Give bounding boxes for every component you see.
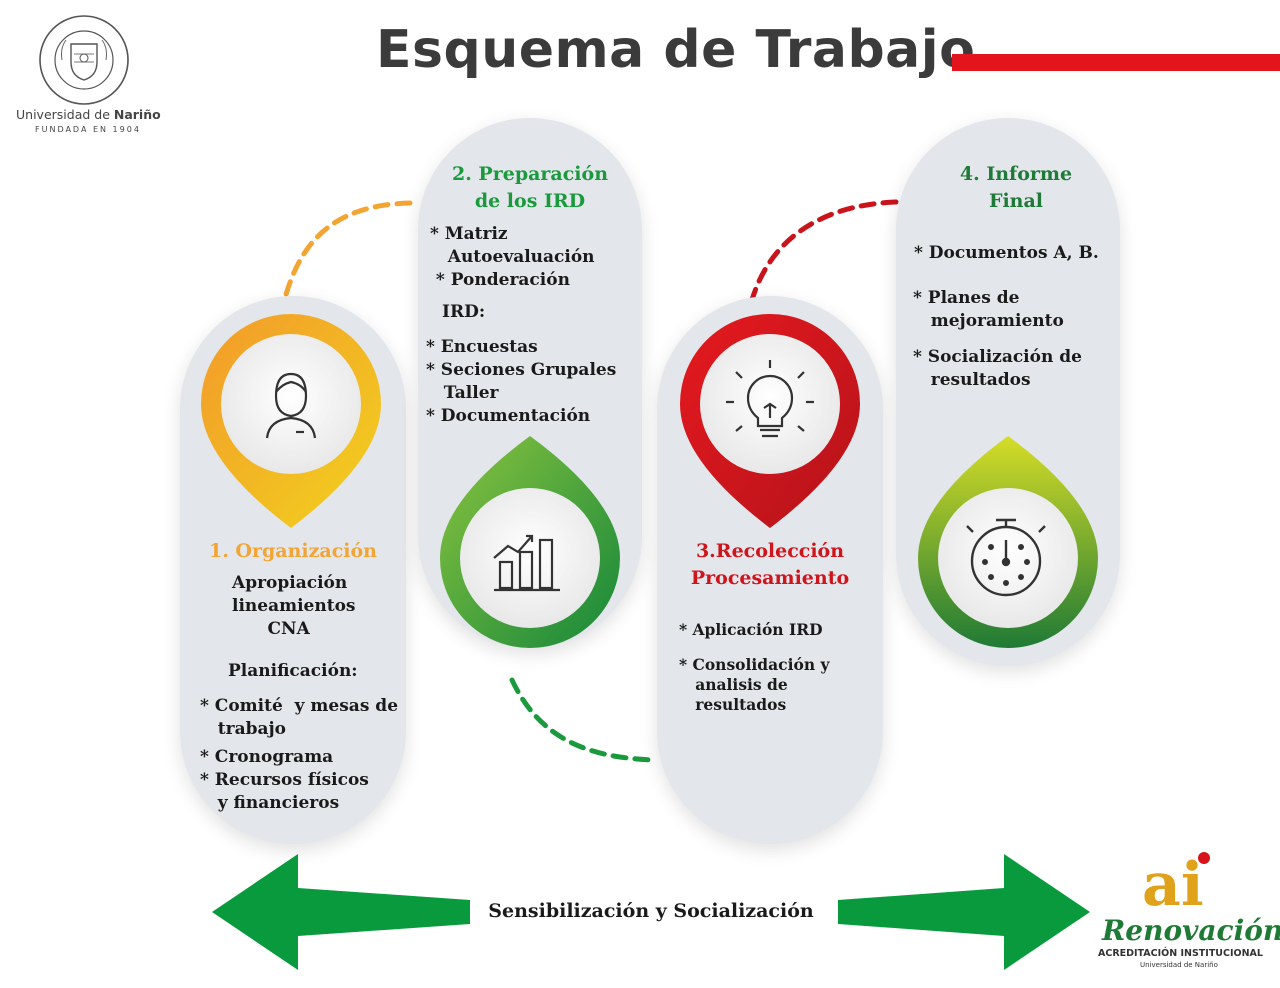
university-name-bold: Nariño — [113, 107, 161, 122]
stage-1-marker — [201, 314, 381, 528]
person-icon — [265, 372, 317, 439]
renovacion-logo: ai Renovación ACREDITACIÓN INSTITUCIONAL… — [1098, 850, 1280, 980]
university-name-prefix: Universidad de — [16, 107, 114, 122]
renovacion-letters: ai — [1142, 850, 1204, 920]
stage-2-text-3: * Encuestas * Seciones Grupales Taller *… — [426, 337, 617, 426]
stage-2-text-2: IRD: — [442, 302, 486, 322]
renovacion-name: Renovación — [1102, 914, 1280, 947]
stage-1-text-1: Apropiación lineamientos CNA — [232, 573, 356, 639]
stage-2-text-1: * Matriz Autoevaluación * Ponderación — [430, 224, 595, 290]
stage-3-text-1: * Aplicación IRD — [679, 620, 823, 639]
stage-3-marker — [680, 313, 861, 528]
stage-4-marker — [918, 436, 1098, 648]
stage-1-text-3: * Comité y mesas de trabajo — [200, 696, 399, 739]
renovacion-university: Universidad de Nariño — [1140, 961, 1218, 969]
university-seal-logo — [38, 14, 130, 106]
stage-2-title: 2. Preparación de los IRD — [451, 163, 609, 212]
stage-2-marker — [440, 436, 620, 648]
university-founded: FUNDADA EN 1904 — [35, 125, 141, 134]
lightbulb-icon — [726, 360, 814, 438]
footer-banner: Sensibilización y Socialización — [488, 900, 814, 922]
stage-4-text-3: * Socialización de resultados — [913, 347, 1082, 390]
footer-arrows — [212, 854, 1090, 970]
stage-4-text-2: * Planes de mejoramiento — [913, 288, 1064, 331]
bar-chart-icon — [493, 534, 560, 592]
renovacion-subtitle: ACREDITACIÓN INSTITUCIONAL — [1098, 948, 1263, 959]
stage-1-text-2: Planificación: — [228, 661, 358, 681]
stopwatch-icon — [966, 518, 1046, 597]
stage-3-text-2: * Consolidación y analisis de resultados — [679, 655, 830, 714]
stage-4-title: 4. Informe Final — [959, 163, 1073, 212]
university-name: Universidad de Nariño — [16, 107, 161, 122]
left-arrow-icon — [212, 854, 470, 970]
stage-1-title: 1. Organización — [208, 540, 377, 562]
stage-3-title: 3.Recolección Procesamiento — [690, 540, 850, 589]
connector-1-2 — [282, 200, 413, 301]
connector-3-4 — [749, 199, 899, 303]
logo-dot-icon — [1198, 852, 1210, 864]
title-accent-bar — [952, 54, 1280, 71]
page-title: Esquema de Trabajo — [376, 20, 976, 80]
connector-2-3 — [509, 677, 658, 763]
stage-1-text-4: * Cronograma * Recursos físicos y financ… — [200, 747, 369, 813]
stage-4-text-1: * Documentos A, B. — [914, 243, 1099, 263]
right-arrow-icon — [838, 854, 1090, 970]
